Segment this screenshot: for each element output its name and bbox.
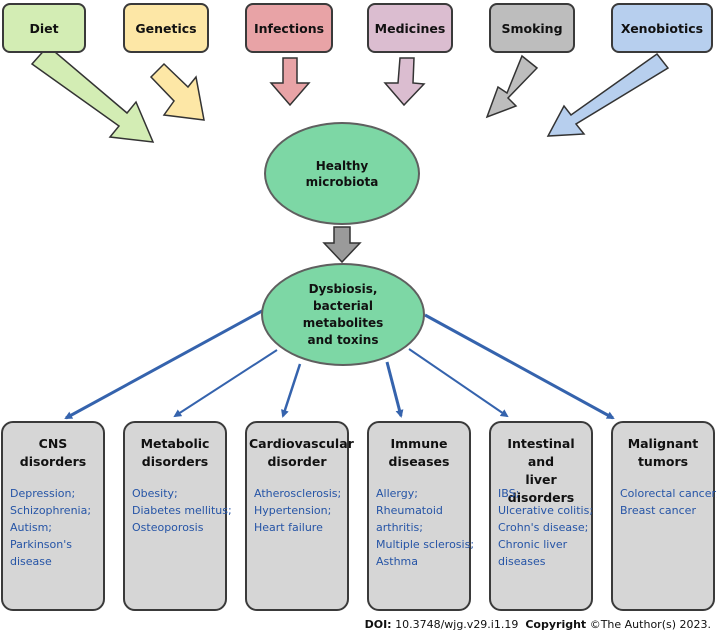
title-line: Malignant [627,436,699,451]
factor-smoking: Smoking [489,3,575,53]
copyright-label: Copyright [525,618,587,631]
disease-item: Diabetes mellitus; [132,504,232,517]
arrow-to-cns [64,309,263,420]
disease-item: Multiple sclerosis; [376,538,475,551]
dysbiosis-line: bacterial [313,298,373,313]
factor-label: Xenobiotics [620,20,704,36]
doi-label: DOI: [364,618,392,631]
factor-label: Infections [253,20,325,36]
arrow-medicines [383,57,426,107]
disease-box-metabolic: Metabolic disorders Obesity; Diabetes me… [123,421,232,611]
healthy-line: Healthy [315,158,369,173]
factor-label: Smoking [501,20,563,36]
title-line: disorders [19,454,87,469]
disease-title: Malignant tumors [613,435,713,471]
disease-item: Osteoporosis [132,521,204,534]
dysbiosis-line: metabolites [302,315,384,330]
title-line: liver disorders [507,472,575,505]
title-line: Intestinal and [507,436,575,469]
dysbiosis-line: and toxins [307,332,379,347]
disease-items: Atherosclerosis; Hypertension; Heart fai… [254,485,345,536]
disease-item: arthritis; [376,521,423,534]
disease-item: Heart failure [254,521,323,534]
disease-items: Colorectal cancer; Breast cancer [620,485,717,519]
disease-item: IBS; [498,487,520,500]
arrow-to-intestinal [408,348,509,418]
disease-item: Autism; [10,521,53,534]
disease-items: IBS; Ulcerative colitis; Crohn's disease… [498,485,594,570]
factor-infections: Infections [245,3,333,53]
disease-item: Asthma [376,555,418,568]
disease-item: Parkinson's [10,538,72,551]
disease-item: Atherosclerosis; [254,487,342,500]
disease-title: Immune diseases [369,435,469,471]
disease-box-cns: CNS disorders Depression; Schizophrenia;… [1,421,105,611]
disease-title: Metabolic disorders [125,435,225,471]
factor-label: Genetics [135,20,197,36]
arrow-genetics [149,62,205,121]
disease-box-cardiovascular: Cardiovascular disorder Atherosclerosis;… [245,421,354,611]
title-line: diseases [388,454,450,469]
disease-item: Depression; [10,487,76,500]
title-line: Metabolic [140,436,210,451]
disease-title: Cardiovascular disorder [247,435,354,471]
disease-item: Allergy; [376,487,418,500]
disease-items: Obesity; Diabetes mellitus; Osteoporosis [132,485,232,536]
factor-label: Medicines [374,20,446,36]
disease-item: Ulcerative colitis; [498,504,594,517]
factor-label: Diet [29,20,59,36]
title-line: tumors [637,454,689,469]
factor-diet: Diet [2,3,86,53]
arrow-to-immune [385,361,404,418]
disease-item: Chronic liver [498,538,568,551]
title-line: Cardiovascular [249,436,354,451]
title-line: CNS [38,436,68,451]
dysbiosis-line: Dysbiosis, [308,281,378,296]
healthy-line: microbiota [305,174,379,189]
factor-xenobiotics: Xenobiotics [611,3,713,53]
disease-title: Intestinal and liver disorders [491,435,591,507]
arrow-infections [269,57,311,107]
disease-item: Crohn's disease; [498,521,589,534]
disease-items: Allergy; Rheumatoid arthritis; Multiple … [376,485,475,570]
dysbiosis-node: Dysbiosis, bacterial metabolites and tox… [261,263,425,366]
disease-item: Breast cancer [620,504,696,517]
healthy-microbiota-node: Healthy microbiota [264,122,420,225]
disease-item: diseases [498,555,546,568]
disease-item: Colorectal cancer; [620,487,717,500]
arrow-healthy-to-dysbiosis [322,226,362,264]
factor-genetics: Genetics [123,3,209,53]
disease-box-malignant: Malignant tumors Colorectal cancer; Brea… [611,421,717,611]
copyright-value: ©The Author(s) 2023. [589,618,711,631]
disease-box-immune: Immune diseases Allergy; Rheumatoid arth… [367,421,475,611]
title-line: disorder [267,454,327,469]
disease-item: Obesity; [132,487,178,500]
arrow-smoking [485,54,539,119]
citation-footer: DOI: 10.3748/wjg.v29.i1.19 Copyright ©Th… [365,618,711,631]
arrow-xenobiotics [546,52,670,137]
doi-value: 10.3748/wjg.v29.i1.19 [395,618,519,631]
disease-item: Rheumatoid [376,504,443,517]
factor-medicines: Medicines [367,3,453,53]
disease-item: Schizophrenia; [10,504,92,517]
arrow-to-metabolic [173,349,278,418]
disease-box-intestinal-liver: Intestinal and liver disorders IBS; Ulce… [489,421,593,611]
title-line: disorders [141,454,209,469]
disease-item: disease [10,555,52,568]
arrow-to-cardiovascular [281,363,302,418]
disease-items: Depression; Schizophrenia; Autism; Parki… [10,485,101,570]
disease-title: CNS disorders [3,435,103,471]
disease-item: Hypertension; [254,504,332,517]
title-line: Immune [390,436,448,451]
arrow-diet [30,44,155,143]
arrow-to-malignant [424,313,615,420]
